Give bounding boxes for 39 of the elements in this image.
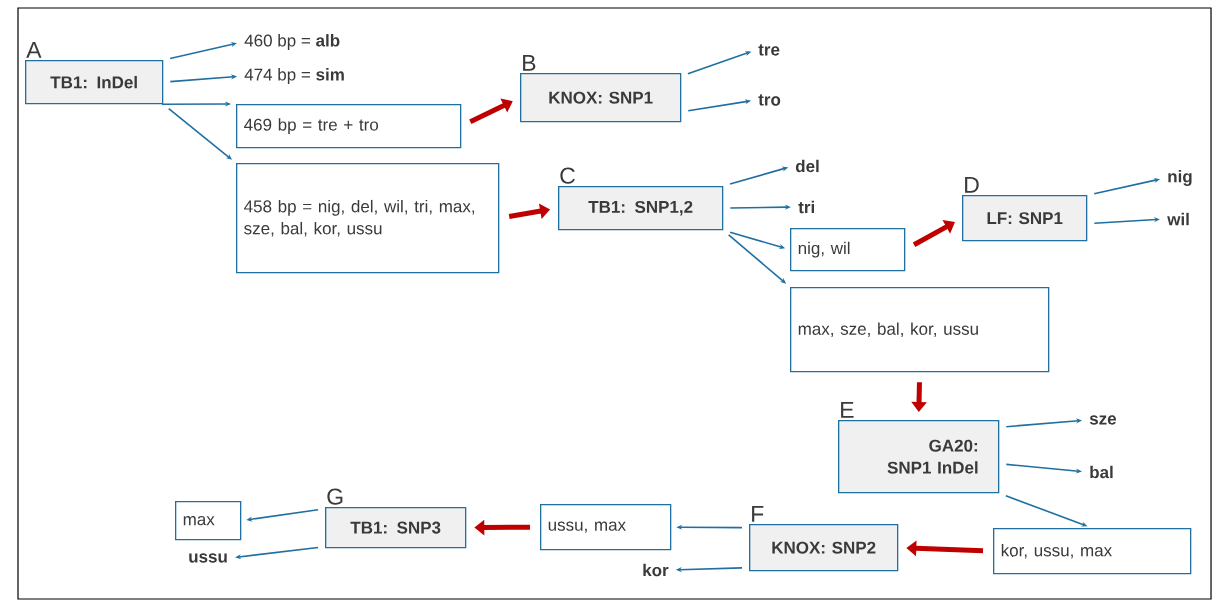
variety-label: bal [1090,465,1113,479]
gene-box: GA20: SNP1 InDel [838,420,1000,494]
variety-label: tre [758,44,780,56]
gene-box: TB1: InDel [25,60,164,105]
variety-label: tri [798,200,814,214]
panel-letter: F [752,506,764,522]
gene-box: LF: SNP1 [962,195,1088,242]
panel-letter: A [26,42,42,58]
variety-label: 474 bp = sim [244,68,344,84]
gene-box: TB1: SNP3 [325,507,467,549]
variety-label: wil [1167,212,1189,226]
block-arrow [912,220,955,247]
gene-box: TB1: SNP1,2 [558,186,724,231]
group-box: kor, ussu, max [993,528,1192,575]
variety-label: nig [1168,170,1192,186]
arrow [235,546,319,560]
arrow [169,74,237,83]
arrow [1005,418,1082,428]
group-box: 458 bp = nig, del, wil, tri, max, sze, bal, kor, ussu [236,163,500,274]
panel-letter: E [841,402,854,418]
variety-label: del [795,159,819,173]
variety-label: tro [758,94,781,106]
gene-box: KNOX: SNP2 [749,524,899,572]
variety-label: ussu [189,553,227,563]
panel-letter: D [965,177,979,193]
variety-label: 460 bp = alb [244,34,340,50]
gene-box: KNOX: SNP1 [520,73,682,123]
group-box: 469 bp = tre + tro [236,104,462,149]
panel-letter: G [327,488,343,505]
block-arrow [469,98,513,125]
panel-letter: C [560,167,575,184]
variety-label: sze [1089,415,1117,425]
group-box: max [175,501,242,541]
arrow [1093,217,1160,224]
group-box: nig, wil [790,228,906,272]
group-box: ussu, max [540,504,672,551]
variety-label: kor [643,563,669,577]
panel-letter: B [523,54,536,71]
group-box: max, sze, bal, kor, ussu [790,287,1050,373]
